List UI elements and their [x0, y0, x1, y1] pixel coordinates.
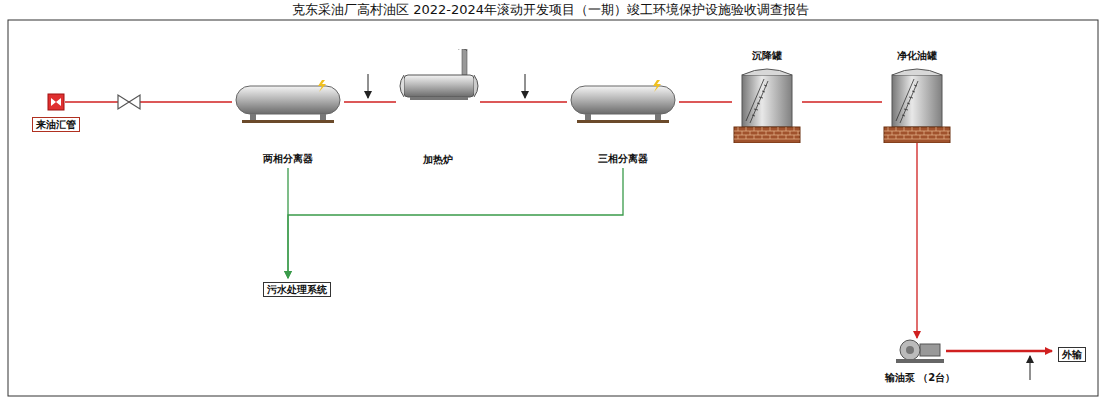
process-box: 污水处理系统 [252, 278, 342, 297]
pipe-connector [480, 101, 567, 102]
vessel-symbol [232, 80, 344, 125]
tank-symbol [732, 63, 802, 143]
pipe-connector [344, 101, 396, 102]
tank-node: 沉降罐 [732, 44, 802, 143]
node-label: 来油汇管 [32, 117, 80, 132]
vessel-node: 三相分离器 [567, 80, 679, 166]
pipe-connector [679, 101, 732, 102]
vessel-node: 两相分离器 [232, 80, 344, 166]
tank-node: 净化油罐 [882, 44, 952, 143]
dosing-arrow [525, 74, 526, 98]
pump-node: 输油泵 （2台） [880, 338, 960, 385]
source-node: 来油汇管 [20, 93, 92, 132]
dosing-arrow [368, 74, 369, 98]
pipe-connector [65, 101, 232, 102]
node-label: 净化油罐 [897, 49, 937, 62]
node-label: 沉降罐 [752, 49, 782, 62]
node-label: 三相分离器 [598, 152, 648, 165]
pump-symbol [894, 338, 946, 364]
node-label: 外输 [1058, 347, 1086, 362]
pipe-connector [946, 350, 1052, 353]
node-label: 加热炉 [423, 153, 453, 166]
node-label: 两相分离器 [263, 152, 313, 165]
page-header: 克东采油厂高村油区 2022-2024年滚动开发项目（一期）竣工环境保护设施验收… [0, 1, 1101, 19]
pipe-connector [916, 143, 917, 338]
node-label: 输油泵 （2台） [885, 371, 955, 384]
frame [8, 20, 1098, 396]
valve-symbol [118, 95, 140, 109]
pipe-connector [802, 101, 882, 102]
source-symbol [47, 93, 65, 111]
pipe-connector [288, 168, 623, 278]
dosing-arrow [1030, 356, 1031, 380]
heater-symbol [396, 49, 480, 104]
heater-node: 加热炉 [396, 49, 480, 167]
node-label: 污水处理系统 [263, 282, 331, 297]
vessel-symbol [567, 80, 679, 125]
tank-symbol [882, 63, 952, 143]
process-box: 外输 [1052, 343, 1092, 362]
